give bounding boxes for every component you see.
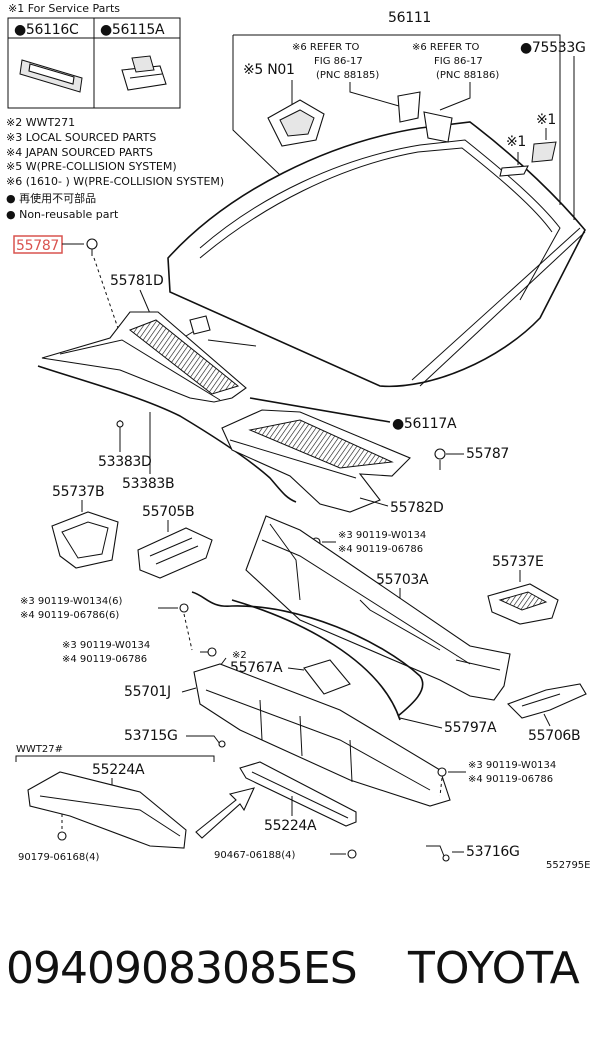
callout-55224A-right[interactable]: 55224A <box>264 818 317 834</box>
svg-text:(PNC 88185): (PNC 88185) <box>316 70 379 81</box>
note-local-sourced: ※3 LOCAL SOURCED PARTS <box>6 131 156 144</box>
svg-text:FIG 86-17: FIG 86-17 <box>434 56 483 67</box>
callout-90119-group-b[interactable]: ※3 90119-W0134(6) ※4 90119-06786(6) <box>20 596 123 621</box>
callout-53715G[interactable]: 53715G <box>124 728 178 744</box>
note-non-reusable-jp: ● 再使用不可部品 <box>6 191 96 205</box>
clip-53383D-icon <box>116 420 124 428</box>
clip-53716G-icon <box>426 845 445 857</box>
nut-90179-icon <box>57 831 67 841</box>
brand-name: TOYOTA <box>408 943 580 994</box>
side-seal-55737E <box>487 583 559 625</box>
clip-55787b-icon <box>434 448 446 460</box>
callout-x2[interactable]: ※2 <box>232 650 247 661</box>
svg-text:※3 90119-W0134: ※3 90119-W0134 <box>338 530 426 541</box>
service-part-56116C[interactable]: ●56116C <box>14 22 79 38</box>
callout-53383D[interactable]: 53383D <box>98 454 152 470</box>
callout-55737E[interactable]: 55737E <box>492 554 544 570</box>
cowl-panel-55703A <box>245 515 511 701</box>
callout-55767A[interactable]: 55767A <box>230 660 283 676</box>
svg-text:※4 90119-06786: ※4 90119-06786 <box>338 544 423 555</box>
callout-55737B[interactable]: 55737B <box>52 484 105 500</box>
svg-text:※3 90119-W0134: ※3 90119-W0134 <box>468 760 556 771</box>
svg-text:※4 90119-06786(6): ※4 90119-06786(6) <box>20 610 119 621</box>
callout-90119-group-a[interactable]: ※3 90119-W0134 ※4 90119-06786 <box>338 530 426 555</box>
cowl-top-panel-55781D <box>41 311 247 403</box>
callout-55705B[interactable]: 55705B <box>142 504 195 520</box>
service-part-56115A[interactable]: ●56115A <box>100 22 165 38</box>
svg-text:※3 90119-W0134(6): ※3 90119-W0134(6) <box>20 596 123 607</box>
bolt-b-icon <box>179 603 189 613</box>
svg-text:55787: 55787 <box>466 446 509 462</box>
svg-text:※6 REFER TO: ※6 REFER TO <box>412 42 479 53</box>
svg-text:※3 90119-W0134: ※3 90119-W0134 <box>62 640 150 651</box>
svg-text:※4 90119-06786: ※4 90119-06786 <box>468 774 553 785</box>
bolt-c-icon <box>207 647 217 657</box>
callout-53383B[interactable]: 53383B <box>122 476 175 492</box>
svg-text:55787: 55787 <box>16 238 59 254</box>
direction-arrow-icon <box>195 787 255 839</box>
callout-55787-highlighted[interactable]: 55787 <box>13 235 84 254</box>
panel-55224A-right <box>239 761 357 827</box>
callout-75533G[interactable]: ●75533G <box>520 40 586 56</box>
callout-55797A[interactable]: 55797A <box>444 720 497 736</box>
svg-text:※4 90119-06786: ※4 90119-06786 <box>62 654 147 665</box>
callout-55706B[interactable]: 55706B <box>528 728 581 744</box>
svg-text:FIG 86-17: FIG 86-17 <box>314 56 363 67</box>
panel-55224A-left <box>27 771 187 849</box>
cowl-top-panel-55782D <box>221 409 411 513</box>
callout-56111[interactable]: 56111 <box>232 10 561 205</box>
note-wwt271: ※2 WWT271 <box>6 116 75 129</box>
clip-b-icon <box>531 141 557 163</box>
side-seal-55737B <box>51 511 119 569</box>
callout-55787[interactable]: 55787 <box>446 446 509 462</box>
windshield-glass <box>167 121 586 388</box>
callout-55701J[interactable]: 55701J <box>124 684 171 700</box>
cowl-lower-55701J <box>193 663 451 807</box>
sensor-mount-icon <box>267 99 325 147</box>
callout-90179[interactable]: 90179-06168(4) <box>18 852 99 863</box>
callout-x1-b[interactable]: ※1 <box>536 112 556 128</box>
note-pre-collision-1610: ※6 (1610- ) W(PRE-COLLISION SYSTEM) <box>6 175 224 188</box>
bracket-55706B <box>507 683 587 719</box>
callout-55781D[interactable]: 55781D <box>110 273 164 289</box>
refer-to-fig-88185[interactable]: ※6 REFER TO FIG 86-17 (PNC 88185) <box>292 42 379 81</box>
sensor-bracket-icon <box>397 91 453 143</box>
figure-number: 552795E <box>546 860 591 871</box>
part-number: 09409083085ES <box>6 943 358 994</box>
callout-56117A[interactable]: ●56117A <box>392 416 457 432</box>
svg-text:(PNC 88186): (PNC 88186) <box>436 70 499 81</box>
callout-55782D[interactable]: 55782D <box>390 500 444 516</box>
callout-90119-group-c[interactable]: ※3 90119-W0134 ※4 90119-06786 <box>62 640 150 665</box>
note-japan-sourced: ※4 JAPAN SOURCED PARTS <box>6 146 153 159</box>
svg-text:53383B: 53383B <box>122 476 174 492</box>
svg-text:※6 REFER TO: ※6 REFER TO <box>292 42 359 53</box>
bolt-d-icon <box>437 767 447 777</box>
clip-53715G-icon <box>206 735 221 745</box>
notes-list: ※2 WWT271 ※3 LOCAL SOURCED PARTS ※4 JAPA… <box>6 116 224 221</box>
nut-90467-icon <box>347 849 357 859</box>
callout-90119-group-d[interactable]: ※3 90119-W0134 ※4 90119-06786 <box>468 760 556 785</box>
clip-icon <box>121 55 167 91</box>
bracket-55705B <box>137 527 213 579</box>
footer-banner: 09409083085ES TOYOTA <box>0 915 600 1025</box>
callout-55224A-left[interactable]: 55224A <box>92 762 145 778</box>
callout-wwt27[interactable]: WWT27# <box>16 744 63 755</box>
svg-text:56111: 56111 <box>388 10 431 26</box>
callout-x1-a[interactable]: ※1 <box>506 134 526 150</box>
service-parts-legend: ※1 For Service Parts ●56116C ●56115A <box>7 2 181 109</box>
callout-90467[interactable]: 90467-06188(4) <box>214 850 295 861</box>
note-non-reusable-en: ● Non-reusable part <box>6 208 119 221</box>
clip-55787-icon <box>86 238 98 256</box>
service-parts-header: ※1 For Service Parts <box>8 2 120 15</box>
callout-n01[interactable]: ※5 N01 <box>243 62 295 78</box>
callout-55703A[interactable]: 55703A <box>376 572 429 588</box>
emblem-plate-icon <box>19 59 83 93</box>
note-pre-collision: ※5 W(PRE-COLLISION SYSTEM) <box>6 160 177 173</box>
pad-55767A <box>303 659 351 695</box>
callout-53716G[interactable]: 53716G <box>466 844 520 860</box>
refer-to-fig-88186[interactable]: ※6 REFER TO FIG 86-17 (PNC 88186) <box>412 42 499 81</box>
svg-text:53383D: 53383D <box>98 454 152 470</box>
